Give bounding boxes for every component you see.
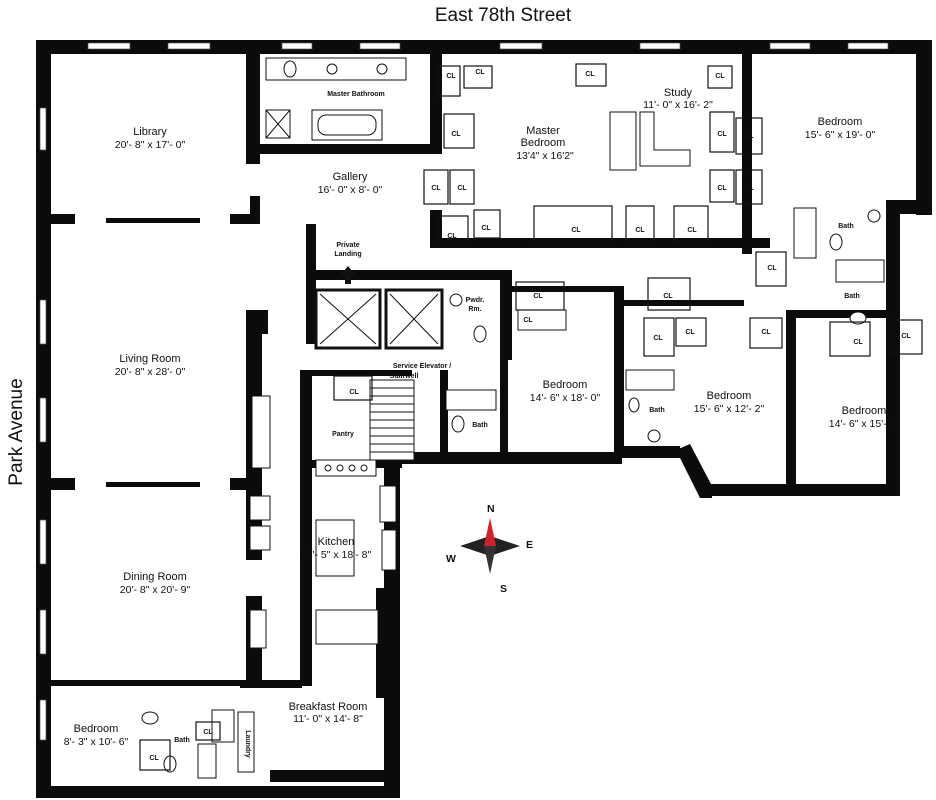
service-elevator-label-1: Service Elevator /: [393, 363, 451, 370]
closet-label: CL: [585, 71, 595, 78]
service-elevator-label-2: Stairwell: [390, 373, 419, 380]
closet-labels: CL CL CL CL CL CL CL CL CL CL CL CL CL C…: [149, 69, 911, 762]
bedroom-c-name: Bedroom: [543, 379, 588, 391]
study-name: Study: [664, 87, 693, 99]
bedroom-ne-name: Bedroom: [818, 116, 863, 128]
private-landing-label-1: Private: [336, 242, 359, 249]
breakfast-room-name: Breakfast Room: [289, 701, 368, 713]
fixtures: [141, 57, 885, 779]
closet-label: CL: [744, 185, 754, 192]
west-windows: [39, 107, 47, 741]
stairwell: [369, 379, 415, 461]
closet-label: CL: [431, 185, 441, 192]
closet-label: CL: [685, 329, 695, 336]
closet-label: CL: [717, 185, 727, 192]
closet-label: CL: [571, 227, 581, 234]
bedroom-e-name: Bedroom: [842, 405, 887, 417]
master-bedroom-name: Master: [526, 125, 560, 137]
closet-label: CL: [447, 233, 457, 240]
bedroom-ne-dim: 15'- 6" x 19'- 0": [805, 129, 876, 141]
living-room-name: Living Room: [119, 353, 180, 365]
master-bedroom-dim: 13'4" x 16'2": [516, 150, 574, 162]
living-room-dim: 20'- 8" x 28'- 0": [115, 366, 186, 378]
bedroom-sw-name: Bedroom: [74, 723, 119, 735]
breakfast-room-dim: 11'- 0" x 14'- 8": [293, 713, 363, 725]
gallery-dim: 16'- 0" x 8'- 0": [318, 184, 383, 196]
closet-label: CL: [446, 73, 456, 80]
gallery-name: Gallery: [333, 171, 368, 183]
laundry-label: Laundry: [244, 730, 251, 758]
closet-label: CL: [761, 329, 771, 336]
bedroom-c2-name: Bedroom: [707, 390, 752, 402]
closet-label: CL: [744, 133, 754, 140]
pantry-label: Pantry: [332, 431, 354, 438]
bedroom-c-dim: 14'- 6" x 18'- 0": [530, 392, 601, 404]
compass-n: N: [487, 503, 495, 515]
bath-label-bedroom: Bath: [649, 407, 665, 414]
powder-room-label-1: Pwdr.: [466, 297, 485, 304]
closet-label: CL: [481, 225, 491, 232]
room-labels: Library 20'- 8" x 17'- 0" Gallery 16'- 0…: [64, 87, 900, 748]
closet-label: CL: [767, 265, 777, 272]
master-bathroom-label: Master Bathroom: [327, 91, 385, 98]
closet-label: CL: [687, 227, 697, 234]
compass-w: W: [446, 553, 456, 565]
bath-label-sw: Bath: [174, 737, 190, 744]
landing-arrow-icon: [340, 266, 356, 284]
closet-label: CL: [717, 131, 727, 138]
bedroom-c2-dim: 15'- 6" x 12'- 2": [694, 403, 765, 415]
private-landing-label-2: Landing: [334, 251, 361, 258]
compass: N E S W: [446, 503, 533, 595]
closet-label: CL: [349, 389, 359, 396]
closet-label: CL: [533, 293, 543, 300]
closet-label: CL: [475, 69, 485, 76]
powder-room-label-2: Rm.: [468, 306, 481, 313]
closet-label: CL: [853, 339, 863, 346]
library-name: Library: [133, 126, 167, 138]
closet-label: CL: [663, 293, 673, 300]
compass-north-needle: [484, 518, 496, 546]
bath-label-e: Bath: [844, 293, 860, 300]
kitchen-name: Kitchen: [318, 536, 355, 548]
bath-label-ne: Bath: [838, 223, 854, 230]
bedroom-sw-dim: 8'- 3" x 10'- 6": [64, 736, 129, 748]
closets: [139, 63, 923, 771]
closet-label: CL: [203, 729, 213, 736]
closet-label: CL: [149, 755, 159, 762]
bath-label-central: Bath: [472, 422, 488, 429]
closet-label: CL: [635, 227, 645, 234]
dining-room-name: Dining Room: [123, 571, 187, 583]
street-label-west: Park Avenue: [6, 378, 27, 485]
closet-label: CL: [457, 185, 467, 192]
street-label-north: East 78th Street: [435, 5, 572, 26]
north-windows: [87, 42, 889, 50]
closet-label: CL: [451, 131, 461, 138]
closet-label: CL: [715, 73, 725, 80]
closet-label: CL: [901, 333, 911, 340]
library-dim: 20'- 8" x 17'- 0": [115, 139, 186, 151]
elevators: [314, 288, 444, 350]
kitchen-dim: 14'- 5" x 18'- 8": [301, 549, 372, 561]
closet-label: CL: [653, 335, 663, 342]
master-bedroom-name2: Bedroom: [521, 137, 566, 149]
closet-label: CL: [523, 317, 533, 324]
dining-room-dim: 20'- 8" x 20'- 9": [120, 584, 191, 596]
compass-s: S: [500, 583, 507, 595]
compass-e: E: [526, 539, 533, 551]
bedroom-e-dim: 14'- 6" x 15'- 0": [829, 418, 900, 430]
small-labels: Master Bathroom Private Landing Service …: [174, 91, 860, 758]
interior-walls: [36, 54, 898, 782]
study-dim: 11'- 0" x 16'- 2": [643, 99, 713, 111]
